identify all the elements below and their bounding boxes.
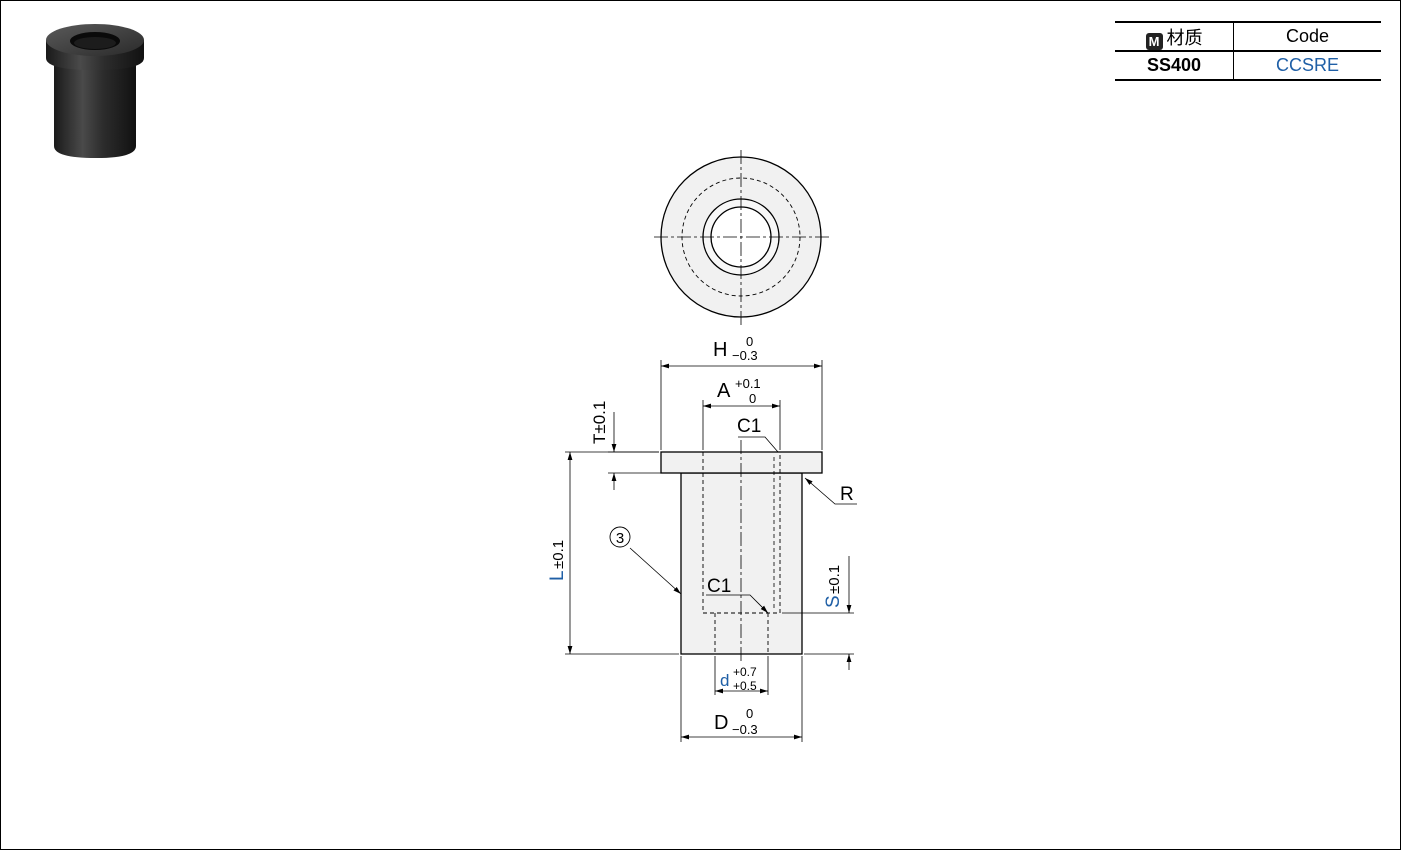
- dim-S-tol: ±0.1: [826, 565, 843, 594]
- front-view: [660, 440, 823, 662]
- dim-T-label: T±0.1: [590, 401, 609, 444]
- code-value: CCSRE: [1233, 50, 1381, 81]
- dim-D-tol-lower: −0.3: [732, 722, 758, 737]
- dim-H-tol-upper: 0: [746, 334, 753, 349]
- body-rect: [680, 472, 803, 655]
- flange-rect: [660, 451, 823, 474]
- chamfer-top-label: C1: [737, 416, 761, 437]
- hidden-bore-outline: [702, 452, 781, 614]
- dim-A-tol-upper: +0.1: [735, 376, 761, 391]
- material-value: SS400: [1115, 50, 1234, 81]
- callout-number: 3: [616, 530, 624, 547]
- top-view: [654, 150, 830, 326]
- dim-L-tol: ±0.1: [550, 540, 567, 569]
- dim-S-label: S: [823, 595, 844, 608]
- dim-d-tol-upper: +0.7: [733, 665, 757, 679]
- dim-A-tol-lower: 0: [749, 391, 756, 406]
- material-badge-icon: M: [1145, 32, 1163, 50]
- dim-H-label: H: [713, 339, 727, 361]
- dim-d-tol-lower: +0.5: [733, 679, 757, 693]
- radius-label: R: [840, 484, 854, 505]
- product-photo: [46, 24, 144, 158]
- callout-circle: [609, 526, 631, 548]
- dimension-lines: [565, 360, 857, 742]
- dim-L-label: L: [547, 570, 568, 581]
- dim-A-label: A: [717, 380, 731, 402]
- dim-D-tol-upper: 0: [746, 706, 753, 721]
- code-header-cell: Code: [1233, 21, 1381, 52]
- dim-H-tol-lower: −0.3: [732, 348, 758, 363]
- chamfer-bottom-label: C1: [707, 576, 731, 597]
- dim-D-label: D: [714, 712, 728, 734]
- dim-d-label: d: [720, 671, 729, 690]
- material-heading: 材质: [1166, 27, 1203, 48]
